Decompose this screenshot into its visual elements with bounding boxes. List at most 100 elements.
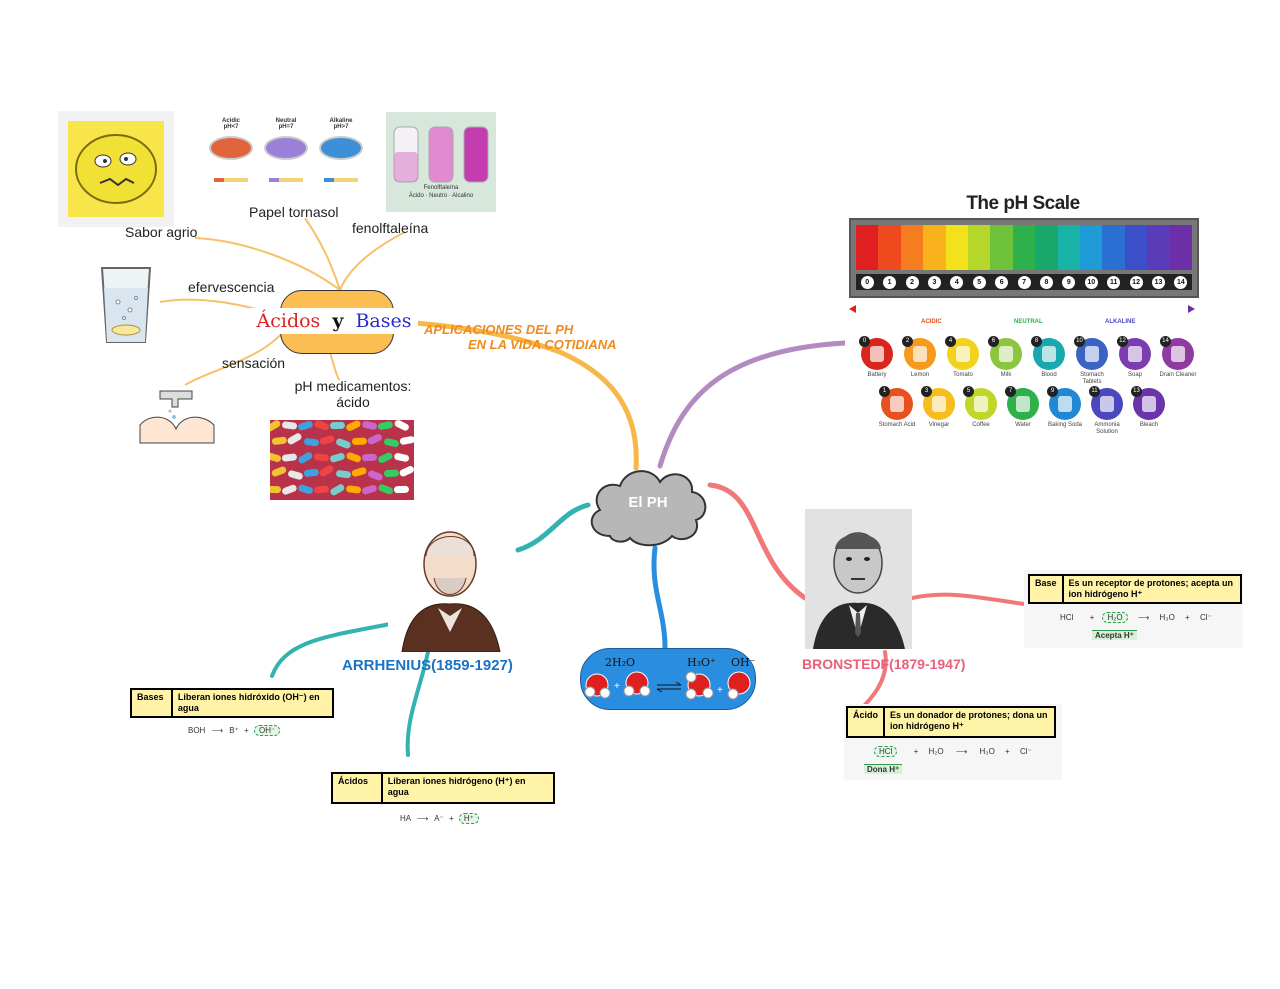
connector-fenol [339, 231, 406, 291]
label-efervescencia: efervescencia [188, 279, 275, 295]
label-papel-tornasol: Papel tornasol [249, 204, 339, 220]
bb-eq-0: HCl [1060, 613, 1074, 622]
bb-eq-1: + [1089, 613, 1095, 622]
ph-number: 12 [1129, 275, 1143, 289]
pill-shape [287, 433, 302, 445]
ph-example-label: Drain Cleaner [1159, 372, 1197, 378]
ph-alkaline-label: ALKALINE [1105, 319, 1136, 325]
bronsted-base-tag: Acepta H⁺ [1092, 630, 1137, 640]
ph-number: 7 [1017, 275, 1031, 289]
pill-shape [314, 453, 330, 462]
pill-shape [361, 453, 377, 462]
ph-example-icon: 4 [945, 336, 979, 370]
ph-example-label: Soap [1127, 372, 1142, 378]
pill-shape [384, 438, 399, 447]
ph-example-label: Water [1015, 422, 1031, 428]
ph-stripe [1057, 225, 1081, 270]
ph-example-label: Bleach [1139, 422, 1159, 428]
aplicaciones-line1: APLICACIONES DEL PH [424, 322, 574, 337]
water-eq-left: 2H₂O [605, 656, 636, 669]
pill-shape [351, 467, 367, 477]
ph-number: 4 [950, 275, 964, 289]
sour-lemon-image [58, 111, 174, 227]
ph-example-label: Stomach Tablets [1080, 372, 1104, 385]
arrhenius-name: ARRHENIUS(1859-1927) [342, 657, 513, 674]
bronsted-base-equation: HCl + H₂O ⟶ H₃O + Cl⁻ [1060, 612, 1212, 623]
ph-example-icon: 1 [879, 386, 913, 420]
ph-stripe [878, 225, 901, 270]
ph-neutral-label: NEUTRAL [1014, 319, 1043, 325]
connector-bronsted-base [910, 592, 1026, 606]
ba-eq-5: Cl⁻ [1019, 747, 1032, 756]
pill-shape [281, 453, 297, 462]
ph-example-number: 1 [879, 386, 890, 397]
bb-eq-5: Cl⁻ [1199, 613, 1212, 622]
ba-eq-3: H₃O [979, 747, 995, 756]
ph-example-label: Lemon [910, 372, 930, 378]
ba-eq-1: + [913, 747, 919, 756]
ph-number: 11 [1107, 275, 1121, 289]
hand-washing-image [130, 385, 222, 455]
ph-number: 1 [883, 275, 897, 289]
central-node-cloud[interactable] [582, 458, 714, 550]
pill-shape [394, 420, 409, 431]
ph-example-number: 14 [1160, 336, 1171, 347]
ph-stripe [900, 225, 924, 270]
pill-shape [368, 470, 383, 481]
y-word: y [332, 310, 344, 332]
label-medicamentos-line2: ácido [336, 394, 370, 410]
pill-shape [298, 452, 313, 464]
bronsted-acido-equation: HCl + H₂O ⟶ H₃O + Cl⁻ [874, 746, 1032, 757]
acidos-bases-label-box: Ácidos y Bases [250, 308, 418, 334]
pill-shape [271, 466, 287, 477]
water-eq-right1: H₃O⁺ [687, 656, 716, 669]
ph-example-icon: 9 [1047, 386, 1081, 420]
ph-number: 0 [860, 275, 874, 289]
pill-shape [298, 421, 313, 431]
ph-example-icon: 3 [921, 386, 955, 420]
ph-example-number: 5 [963, 386, 974, 397]
pill-shape [394, 453, 410, 462]
pill-shape [319, 435, 335, 445]
aplicaciones-line2: EN LA VIDA COTIDIANA [468, 337, 617, 352]
water-equilibrium-node[interactable]: 2H₂O H₃O⁺ OH⁻ + + [580, 648, 756, 710]
connector-arrh-acidos [405, 650, 430, 757]
ph-stripe [1080, 225, 1103, 270]
pill-shape [330, 453, 345, 463]
litmus-dish [319, 136, 363, 160]
arrh-acidos-eq-plus: + [448, 814, 454, 823]
connector-sabor [194, 237, 341, 291]
ph-stripe [923, 225, 946, 270]
pill-shape [377, 421, 393, 430]
ph-example-number: 10 [1074, 336, 1085, 347]
equilibrium-arrows [656, 681, 682, 693]
pill-shape [282, 484, 297, 495]
bronsted-base-key: Base [1030, 576, 1064, 602]
ph-number: 2 [905, 275, 919, 289]
label-sensacion: sensación [222, 355, 286, 371]
arrhenius-bases-value: Liberan iones hidróxido (OH⁻) en agua [177, 692, 320, 713]
connector-sens [184, 329, 286, 386]
pill-shape [346, 452, 361, 463]
litmus-strip [269, 178, 303, 182]
ph-number: 3 [927, 275, 941, 289]
pill-shape [304, 438, 319, 447]
ph-example-label: Ammonia Solution [1094, 422, 1120, 435]
connector-aplicaciones [402, 319, 639, 471]
ph-example-icon: 14 [1160, 336, 1194, 370]
ph-example-number: 0 [859, 336, 870, 347]
bb-eq-2: H₂O [1102, 612, 1128, 623]
